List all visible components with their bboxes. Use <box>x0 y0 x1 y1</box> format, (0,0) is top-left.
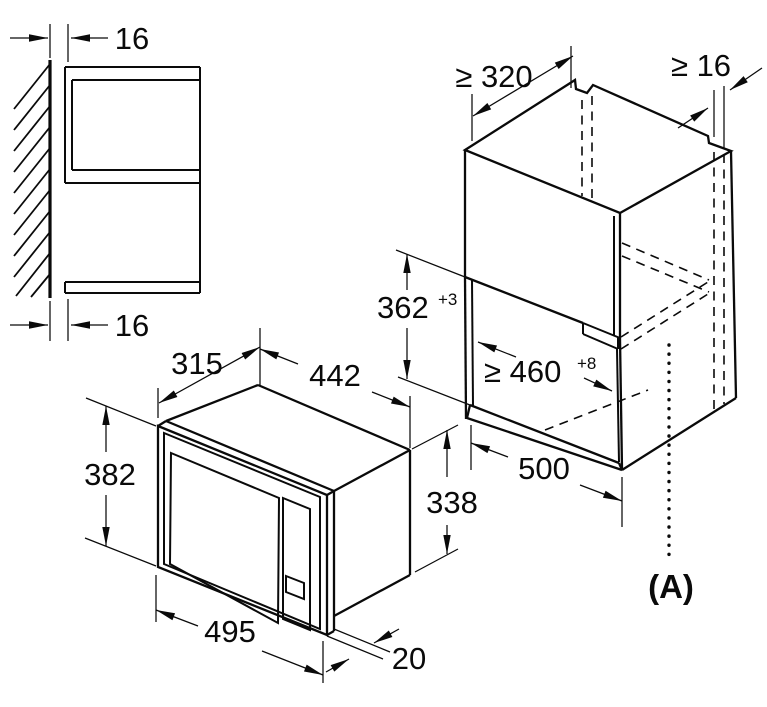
dimension-wall-gap-16: ≥ 16 <box>671 48 763 149</box>
dim-wall-gap-label: ≥ 16 <box>671 48 731 83</box>
dimension-wall-top-gap: 16 <box>10 21 149 62</box>
dim-bottom-width-label: 500 <box>518 451 570 486</box>
niche-ceiling-edge <box>582 322 621 350</box>
hidden-edges <box>544 96 725 431</box>
dim-wall-bottom-gap-label: 16 <box>115 308 149 343</box>
niche-floor <box>465 403 624 472</box>
cabinet-top-face <box>462 78 734 215</box>
dimension-depth-315: 315 <box>157 328 261 418</box>
dim-frame-width-label: 495 <box>204 614 256 649</box>
niche-left-side <box>463 276 474 420</box>
cabinet-right-side <box>616 150 738 471</box>
dim-niche-height-label: 362 <box>377 290 429 325</box>
dimension-front-height-382: 382 <box>84 397 157 567</box>
dimension-frame-protrusion-20: 20 <box>325 628 426 676</box>
microwave-right-face <box>333 450 412 618</box>
cabinet-isometric-view: ≥ 320 ≥ 16 362 +3 ≥ 460 +8 <box>377 46 763 605</box>
door-bezel <box>163 431 321 631</box>
door-window <box>168 451 281 625</box>
dimension-wall-bottom-gap: 16 <box>10 299 149 343</box>
dim-width-label: 442 <box>309 358 361 393</box>
dim-top-depth-label: ≥ 320 <box>455 59 532 94</box>
wall-hatching <box>13 60 52 298</box>
dim-frame-protrusion-label: 20 <box>392 641 426 676</box>
dimension-body-height-338: 338 <box>411 424 478 573</box>
dimension-niche-width-460: ≥ 460 +8 <box>477 341 613 392</box>
microwave-top-face <box>165 383 411 493</box>
cabinet-profile <box>64 66 201 294</box>
dimension-width-442: 442 <box>259 348 411 448</box>
dim-body-height-label: 338 <box>426 485 478 520</box>
microwave-isometric-view: 315 442 382 338 <box>84 328 478 683</box>
dimension-bottom-width-500: 500 <box>470 425 623 527</box>
dim-niche-width-tolerance: +8 <box>577 354 596 373</box>
cabinet-front-panel <box>463 150 622 338</box>
dim-niche-height-tolerance: +3 <box>438 290 457 309</box>
dimension-frame-width-495: 495 <box>155 575 324 683</box>
dim-depth-label: 315 <box>171 346 223 381</box>
display-panel <box>285 574 305 601</box>
dimension-niche-height-362: 362 +3 <box>377 249 471 406</box>
dimension-top-depth-320: ≥ 320 <box>455 46 574 141</box>
dim-wall-top-gap-label: 16 <box>115 21 149 56</box>
dim-niche-width-label: ≥ 460 <box>484 354 561 389</box>
dim-front-height-label: 382 <box>84 457 136 492</box>
control-panel <box>282 496 311 632</box>
microwave-door <box>163 431 321 632</box>
section-label: (A) <box>648 568 694 605</box>
wall-section-view: 16 16 <box>10 21 201 343</box>
section-marker-a: (A) <box>648 343 694 605</box>
